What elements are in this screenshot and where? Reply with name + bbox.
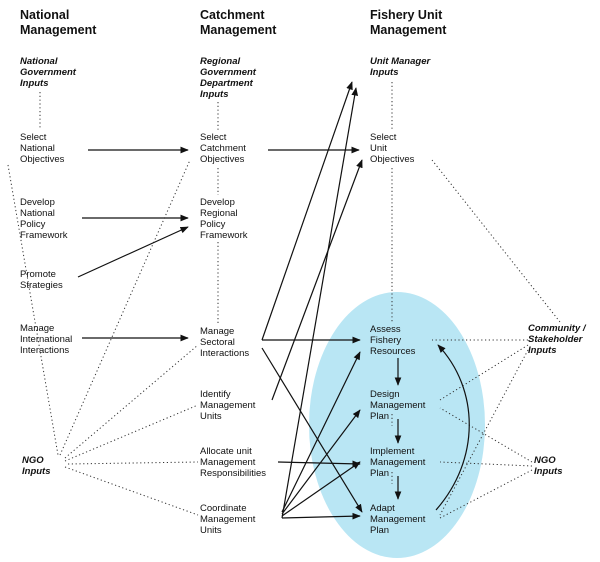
arrow-coordinate-to-implement xyxy=(281,461,361,517)
dotted-community-to-adapt xyxy=(439,349,529,516)
coordinate-management-units: Coordinate Management Units xyxy=(200,503,256,536)
select-national-objectives: Select National Objectives xyxy=(20,132,65,165)
dotted-ngo-left-to-identify xyxy=(64,404,199,462)
implement-management-plan: Implement Management Plan xyxy=(370,446,426,479)
community-stakeholder-inputs: Community / Stakeholder Inputs xyxy=(528,323,586,356)
design-management-plan: Design Management Plan xyxy=(370,389,426,422)
dotted-connector-lines xyxy=(7,82,561,519)
arrow-promote-to-regional-policy xyxy=(77,226,189,278)
arrow-sectoral-to-unit-manager-inputs xyxy=(261,81,353,341)
manage-international-interactions: Manage International Interactions xyxy=(20,323,73,356)
promote-strategies: Promote Strategies xyxy=(20,269,63,291)
management-cycle-ellipse xyxy=(309,292,485,558)
header-catchment-management: Catchment Management xyxy=(200,8,277,37)
manage-sectoral-interactions: Manage Sectoral Interactions xyxy=(200,326,250,359)
arrow-coordinate-to-assess xyxy=(281,351,361,513)
develop-national-policy-framework: Develop National Policy Framework xyxy=(20,197,68,241)
arrow-connector-lines xyxy=(77,81,470,520)
dotted-unit-objectives-to-community xyxy=(431,159,561,323)
adapt-management-plan: Adapt Management Plan xyxy=(370,503,426,536)
national-government-inputs: National Government Inputs xyxy=(20,56,76,89)
allocate-unit-management-responsibilities: Allocate unit Management Responsibilitie… xyxy=(200,446,267,479)
ngo-inputs-right: NGO Inputs xyxy=(534,455,563,477)
arrow-coordinate-to-unit-manager-inputs xyxy=(281,87,359,519)
dotted-ngo-right-to-implement xyxy=(439,461,533,467)
ngo-inputs-left: NGO Inputs xyxy=(22,455,51,477)
arrow-coordinate-to-design xyxy=(281,409,361,515)
select-unit-objectives: Select Unit Objectives xyxy=(370,132,415,165)
arrow-coordinate-to-adapt xyxy=(281,512,361,520)
arrow-identify-to-unit-objectives xyxy=(271,159,363,401)
regional-government-department-inputs: Regional Government Department Inputs xyxy=(200,56,256,100)
arrow-allocate-to-implement xyxy=(277,460,361,468)
header-fishery-unit-management: Fishery Unit Management xyxy=(370,8,447,37)
dotted-ngo-left-to-catchment-objectives xyxy=(59,159,191,456)
select-catchment-objectives: Select Catchment Objectives xyxy=(200,132,246,165)
dotted-ngo-left-to-allocate xyxy=(67,461,199,465)
dotted-ngo-left-to-coordinate xyxy=(64,466,199,516)
dotted-ngo-left-to-sectoral xyxy=(64,344,199,459)
arrow-sectoral-to-adapt xyxy=(261,347,363,513)
identify-management-units: Identify Management Units xyxy=(200,389,256,422)
unit-manager-inputs: Unit Manager Inputs xyxy=(370,56,431,78)
dotted-ngo-right-to-design xyxy=(439,407,533,463)
develop-regional-policy-framework: Develop Regional Policy Framework xyxy=(200,197,248,241)
arrow-adapt-to-assess-feedback xyxy=(435,344,470,511)
assess-fishery-resources: Assess Fishery Resources xyxy=(370,324,416,357)
header-national-management: National Management xyxy=(20,8,97,37)
